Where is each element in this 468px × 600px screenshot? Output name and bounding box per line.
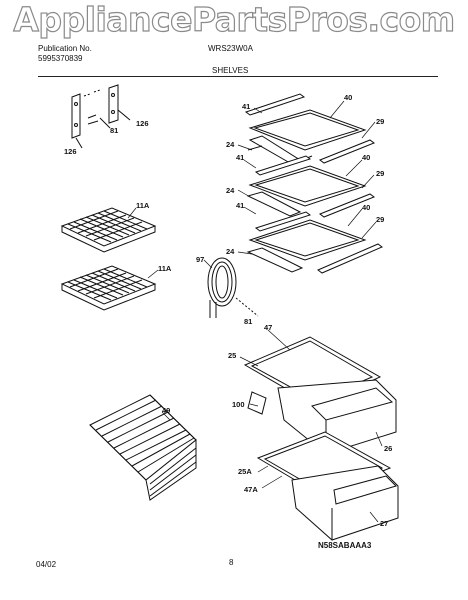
callout-25a: 25A: [238, 467, 252, 476]
callout-29-a: 29: [376, 117, 385, 126]
shelf-assembly-lower: [246, 211, 383, 274]
shelf-assembly-upper: [244, 93, 376, 164]
spring-coil-97: [207, 257, 259, 318]
header-rule: [38, 76, 438, 77]
shelf-assembly-middle: [246, 155, 376, 218]
section-title: SHELVES: [212, 66, 249, 75]
bracket-126-part: [71, 84, 131, 149]
diagram-code: N58SABAAA3: [318, 541, 372, 550]
callout-24-b: 24: [226, 186, 235, 195]
crisper-drawer-27: [291, 465, 399, 541]
callout-81-upper: 81: [110, 126, 119, 135]
publication-label: Publication No.: [38, 44, 92, 53]
wire-shelf-11a-upper: [60, 207, 157, 253]
callout-40-a: 40: [344, 93, 353, 102]
callout-126-upper: 126: [136, 119, 149, 128]
callout-24-a: 24: [226, 140, 235, 149]
callout-41-b: 41: [236, 153, 245, 162]
leader-lines: [127, 100, 383, 523]
callout-126-lower: 126: [64, 147, 77, 156]
callout-47a: 47A: [244, 485, 258, 494]
wire-shelf-49: [89, 394, 197, 501]
callout-11a-upper: 11A: [136, 201, 150, 210]
callout-27: 27: [380, 519, 389, 528]
wire-shelf-11a-lower: [60, 265, 157, 311]
callout-41-c: 41: [236, 201, 245, 210]
watermark-logo: AppliancePartsPros.com: [13, 0, 456, 39]
callout-47: 47: [264, 323, 273, 332]
callout-97: 97: [196, 255, 205, 264]
callout-40-b: 40: [362, 153, 371, 162]
publication-number: 5995370839: [38, 54, 83, 63]
callout-29-c: 29: [376, 215, 385, 224]
callout-25: 25: [228, 351, 237, 360]
callout-24-c: 24: [226, 247, 235, 256]
callout-40-c: 40: [362, 203, 371, 212]
callout-81-lower: 81: [244, 317, 253, 326]
crisper-drawer-26: [247, 379, 397, 455]
footer-date: 04/02: [36, 560, 57, 569]
callout-41-a: 41: [242, 102, 251, 111]
callout-11a-lower: 11A: [158, 264, 172, 273]
model-number: WRS23W0A: [208, 44, 253, 53]
callout-100: 100: [232, 400, 245, 409]
footer-page: 8: [229, 558, 234, 567]
callout-29-b: 29: [376, 169, 385, 178]
callout-49: 49: [162, 406, 171, 415]
callout-26: 26: [384, 444, 393, 453]
